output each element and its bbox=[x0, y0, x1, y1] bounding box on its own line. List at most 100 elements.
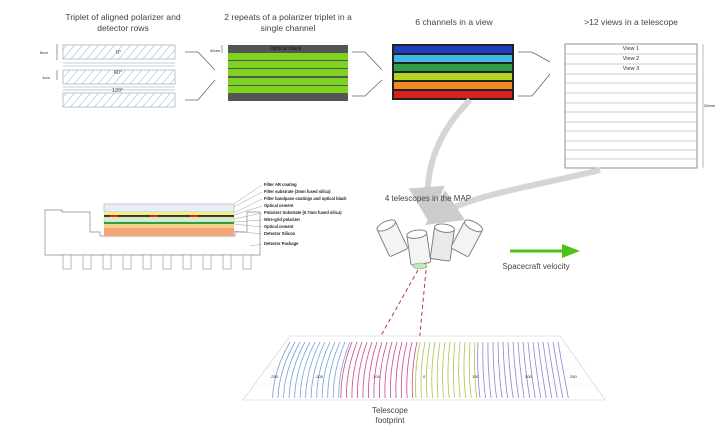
optical-black-label: Optical black bbox=[270, 46, 302, 52]
footprint-arc bbox=[425, 341, 431, 399]
view-label-3: View 3 bbox=[622, 66, 640, 72]
footprint-arc bbox=[411, 341, 418, 399]
footprint-arc bbox=[517, 341, 525, 399]
footprint-arc bbox=[547, 341, 558, 399]
footprint-tick-6: 250 bbox=[570, 374, 577, 379]
footprint-arc bbox=[420, 341, 426, 399]
footprint-arc bbox=[512, 341, 520, 399]
footprint-tick-2: -100 bbox=[372, 374, 381, 379]
footprint-arc bbox=[463, 341, 467, 399]
footprint-arc bbox=[346, 341, 358, 399]
footprint-tick-0: -250 bbox=[270, 374, 279, 379]
channels-title: 6 channels in a view bbox=[415, 17, 493, 27]
stack-layer-7: Detector Silicon bbox=[264, 231, 296, 236]
footprint-arc bbox=[458, 341, 461, 399]
footprint-arc bbox=[447, 341, 451, 399]
telescopes-group bbox=[376, 219, 483, 270]
footprint-arc bbox=[283, 341, 301, 399]
angle-label-60: 60° bbox=[114, 70, 123, 76]
footprint-arc bbox=[442, 341, 446, 399]
channels-block bbox=[392, 44, 514, 100]
stack-crosssection bbox=[44, 203, 261, 270]
footprint-tick-4: 100 bbox=[472, 374, 479, 379]
footprint-arc bbox=[497, 341, 503, 399]
stack-layer-6: Optical cement bbox=[264, 224, 294, 229]
stack-layer-4: Polarizer Substrate (0.7mm fused silica) bbox=[264, 210, 342, 215]
triplet-rows bbox=[56, 44, 176, 108]
view-label-2: View 2 bbox=[622, 56, 640, 62]
views-dim-label: 20mm bbox=[704, 103, 716, 108]
footprint-tick-1: -200 bbox=[315, 374, 324, 379]
footprint-arc bbox=[542, 341, 553, 399]
footprint-arc bbox=[272, 341, 291, 399]
footprint-arc bbox=[389, 341, 398, 399]
stack-layer-1: Filter substrate (3mm fused silica) bbox=[264, 189, 331, 194]
footprint-arc bbox=[415, 341, 421, 399]
stack-layer-5: Wire-grid polarizer bbox=[264, 217, 301, 222]
footprint-label: Telescope footprint bbox=[371, 406, 409, 425]
angle-label-120: 120° bbox=[112, 88, 124, 94]
repeats-dim-label: 40um bbox=[210, 48, 221, 53]
footprint-arcs bbox=[272, 341, 569, 399]
footprint-arc bbox=[552, 341, 564, 399]
footprint-arc bbox=[351, 341, 363, 399]
footprint-arc bbox=[305, 341, 321, 399]
footprint-arc bbox=[557, 341, 569, 399]
triplet-title: Triplet of aligned polarizer and detecto… bbox=[65, 12, 181, 33]
footprint-arc bbox=[316, 341, 331, 399]
footprint-arc bbox=[384, 341, 393, 399]
view-label-1: View 1 bbox=[622, 46, 640, 52]
footprint-arc bbox=[327, 341, 341, 399]
footprint-arc bbox=[406, 341, 413, 399]
stack-layer-0: Filter AR coating bbox=[264, 182, 297, 187]
footprint-arc bbox=[477, 341, 481, 399]
footprint-tick-5: 200 bbox=[525, 374, 532, 379]
footprint-arc bbox=[400, 341, 408, 399]
footprint-arc bbox=[468, 341, 472, 399]
velocity-label: Spacecraft velocity bbox=[502, 262, 570, 271]
footprint-arc bbox=[340, 341, 353, 399]
dim-row-label: 8um bbox=[40, 50, 48, 55]
footprint-arc bbox=[321, 341, 336, 399]
repeats-block bbox=[221, 45, 348, 101]
footprint-arc bbox=[357, 341, 368, 399]
footprint-arc bbox=[532, 341, 542, 399]
telescopes-title: 4 telescopes in the MAP bbox=[384, 194, 472, 203]
footprint-arc bbox=[332, 341, 346, 399]
views-block bbox=[564, 43, 704, 169]
footprint-arc bbox=[277, 341, 296, 399]
footprint-arc bbox=[474, 341, 478, 399]
angle-label-0: 0° bbox=[116, 50, 122, 56]
dim-gap-label: 1um bbox=[42, 75, 50, 80]
stack-leaders bbox=[233, 184, 263, 247]
footprint-arc bbox=[368, 341, 378, 399]
footprint-arc bbox=[299, 341, 316, 399]
footprint-arc bbox=[395, 341, 403, 399]
footprint-arc bbox=[436, 341, 441, 399]
velocity-arrow bbox=[510, 244, 580, 258]
footprint-arc bbox=[492, 341, 497, 399]
footprint-arc bbox=[522, 341, 531, 399]
footprint-arc bbox=[502, 341, 509, 399]
footprint-arc bbox=[452, 341, 456, 399]
footprint-arc bbox=[338, 341, 351, 399]
stack-layer-3: Optical cement bbox=[264, 203, 294, 208]
footprint-arc bbox=[362, 341, 373, 399]
footprint-arc bbox=[527, 341, 536, 399]
footprint-arc bbox=[537, 341, 547, 399]
footprint-arc bbox=[482, 341, 486, 399]
footprint-arc bbox=[379, 341, 388, 399]
footprint-arc bbox=[487, 341, 492, 399]
footprint-arc bbox=[373, 341, 383, 399]
repeats-title: 2 repeats of a polarizer triplet in a si… bbox=[224, 12, 352, 33]
footprint-arc bbox=[288, 341, 306, 399]
stack-layer-2: Filter bandpass coatings and optical bla… bbox=[264, 196, 347, 201]
footprint-arc bbox=[310, 341, 326, 399]
footprint-arc bbox=[507, 341, 514, 399]
footprint-arc bbox=[431, 341, 436, 399]
footprint-arc bbox=[294, 341, 311, 399]
footprint-tick-3: 0 bbox=[423, 374, 426, 379]
views-title: >12 views in a telescope bbox=[584, 17, 678, 27]
stack-layer-8: Detector Package bbox=[264, 241, 299, 246]
